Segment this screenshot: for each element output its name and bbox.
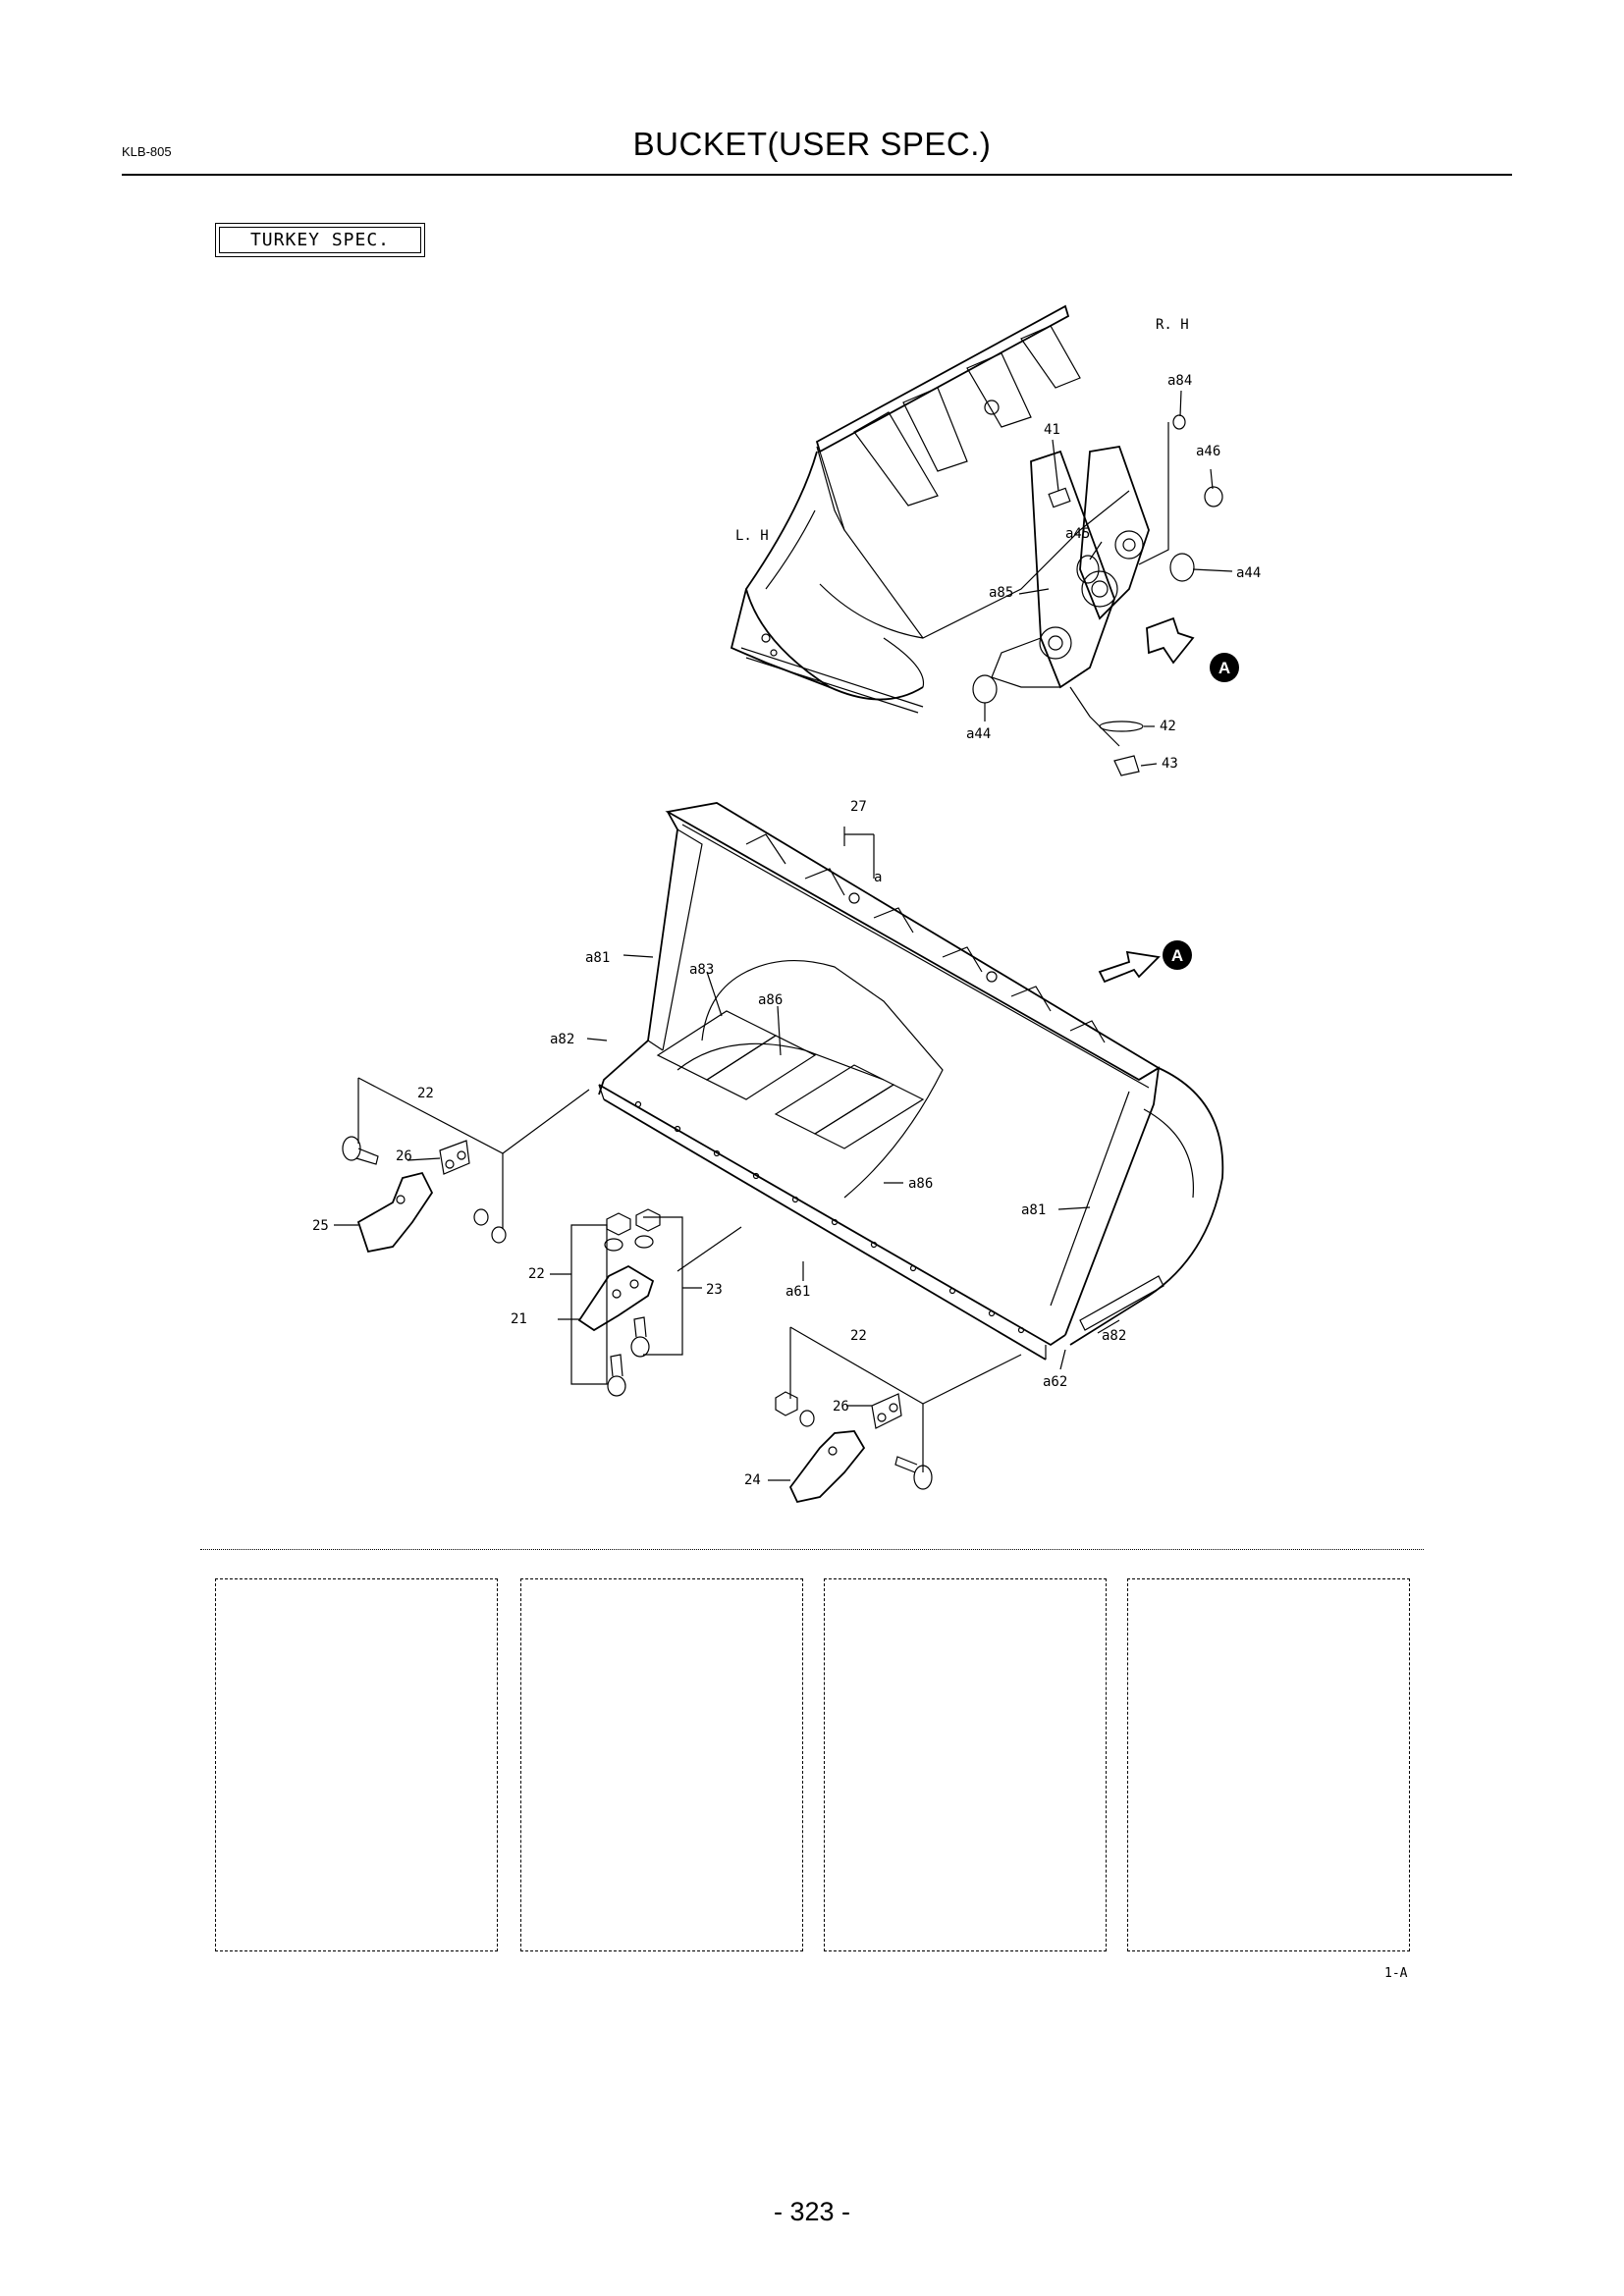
callout-a85: a85 [989, 585, 1013, 601]
callout-42: 42 [1160, 719, 1176, 734]
tooth-group-middle [550, 1208, 742, 1397]
parts-box-1 [215, 1578, 498, 1951]
callout-26-left: 26 [396, 1148, 412, 1164]
parts-box-2 [520, 1578, 803, 1951]
callout-a62: a62 [1043, 1374, 1067, 1390]
document-code: KLB-805 [122, 144, 172, 159]
callout-22-left: 22 [417, 1086, 434, 1101]
label-right-hand: R. H [1156, 317, 1189, 333]
header-rule [122, 174, 1512, 176]
callout-22-middle: 22 [528, 1266, 545, 1282]
parts-box-3 [824, 1578, 1107, 1951]
view-marker-a-main: A [1171, 946, 1183, 965]
main-leaders [586, 827, 1120, 1370]
spec-box: TURKEY SPEC. [215, 223, 425, 257]
callout-21: 21 [511, 1311, 527, 1327]
callout-a84: a84 [1167, 373, 1192, 389]
callout-a61: a61 [785, 1284, 810, 1300]
callout-a44-right: a44 [1236, 565, 1261, 581]
bucket-rear-view: A [730, 304, 1239, 776]
page-title: BUCKET(USER SPEC.) [632, 126, 992, 162]
view-marker-a-top: A [1218, 659, 1230, 677]
callout-a45: a45 [1065, 526, 1090, 542]
callout-a: a [874, 870, 882, 885]
callout-a86-top: a86 [758, 992, 783, 1008]
callout-a81-right: a81 [1021, 1202, 1046, 1218]
figure-reference: 1-A [1384, 1966, 1408, 1981]
callout-22-right: 22 [850, 1328, 867, 1344]
callout-a46: a46 [1196, 444, 1220, 459]
tooth-group-right [768, 1326, 1022, 1504]
callout-24: 24 [744, 1472, 761, 1488]
callout-a44-left: a44 [966, 726, 991, 742]
bucket-front-view: A [598, 802, 1224, 1361]
callout-26-right: 26 [833, 1399, 849, 1415]
upper-leaders [984, 390, 1233, 767]
callout-41: 41 [1044, 422, 1060, 438]
callout-a83: a83 [689, 962, 714, 978]
parts-box-4 [1127, 1578, 1410, 1951]
callout-a82-right: a82 [1102, 1328, 1126, 1344]
label-left-hand: L. H [735, 528, 769, 544]
callout-a81-left: a81 [585, 950, 610, 966]
callout-a86-mid: a86 [908, 1176, 933, 1192]
callout-43: 43 [1162, 756, 1178, 772]
callout-23: 23 [706, 1282, 723, 1298]
callout-25: 25 [312, 1218, 329, 1234]
tooth-group-left [334, 1077, 590, 1254]
page-number: - 323 - [773, 2197, 851, 2226]
exploded-parts-diagram: A R. H L. H a84 a46 41 a45 a44 a85 a44 4… [312, 304, 1261, 1504]
callout-a82-left: a82 [550, 1032, 574, 1047]
callout-27: 27 [850, 799, 867, 815]
section-separator [200, 1549, 1424, 1550]
